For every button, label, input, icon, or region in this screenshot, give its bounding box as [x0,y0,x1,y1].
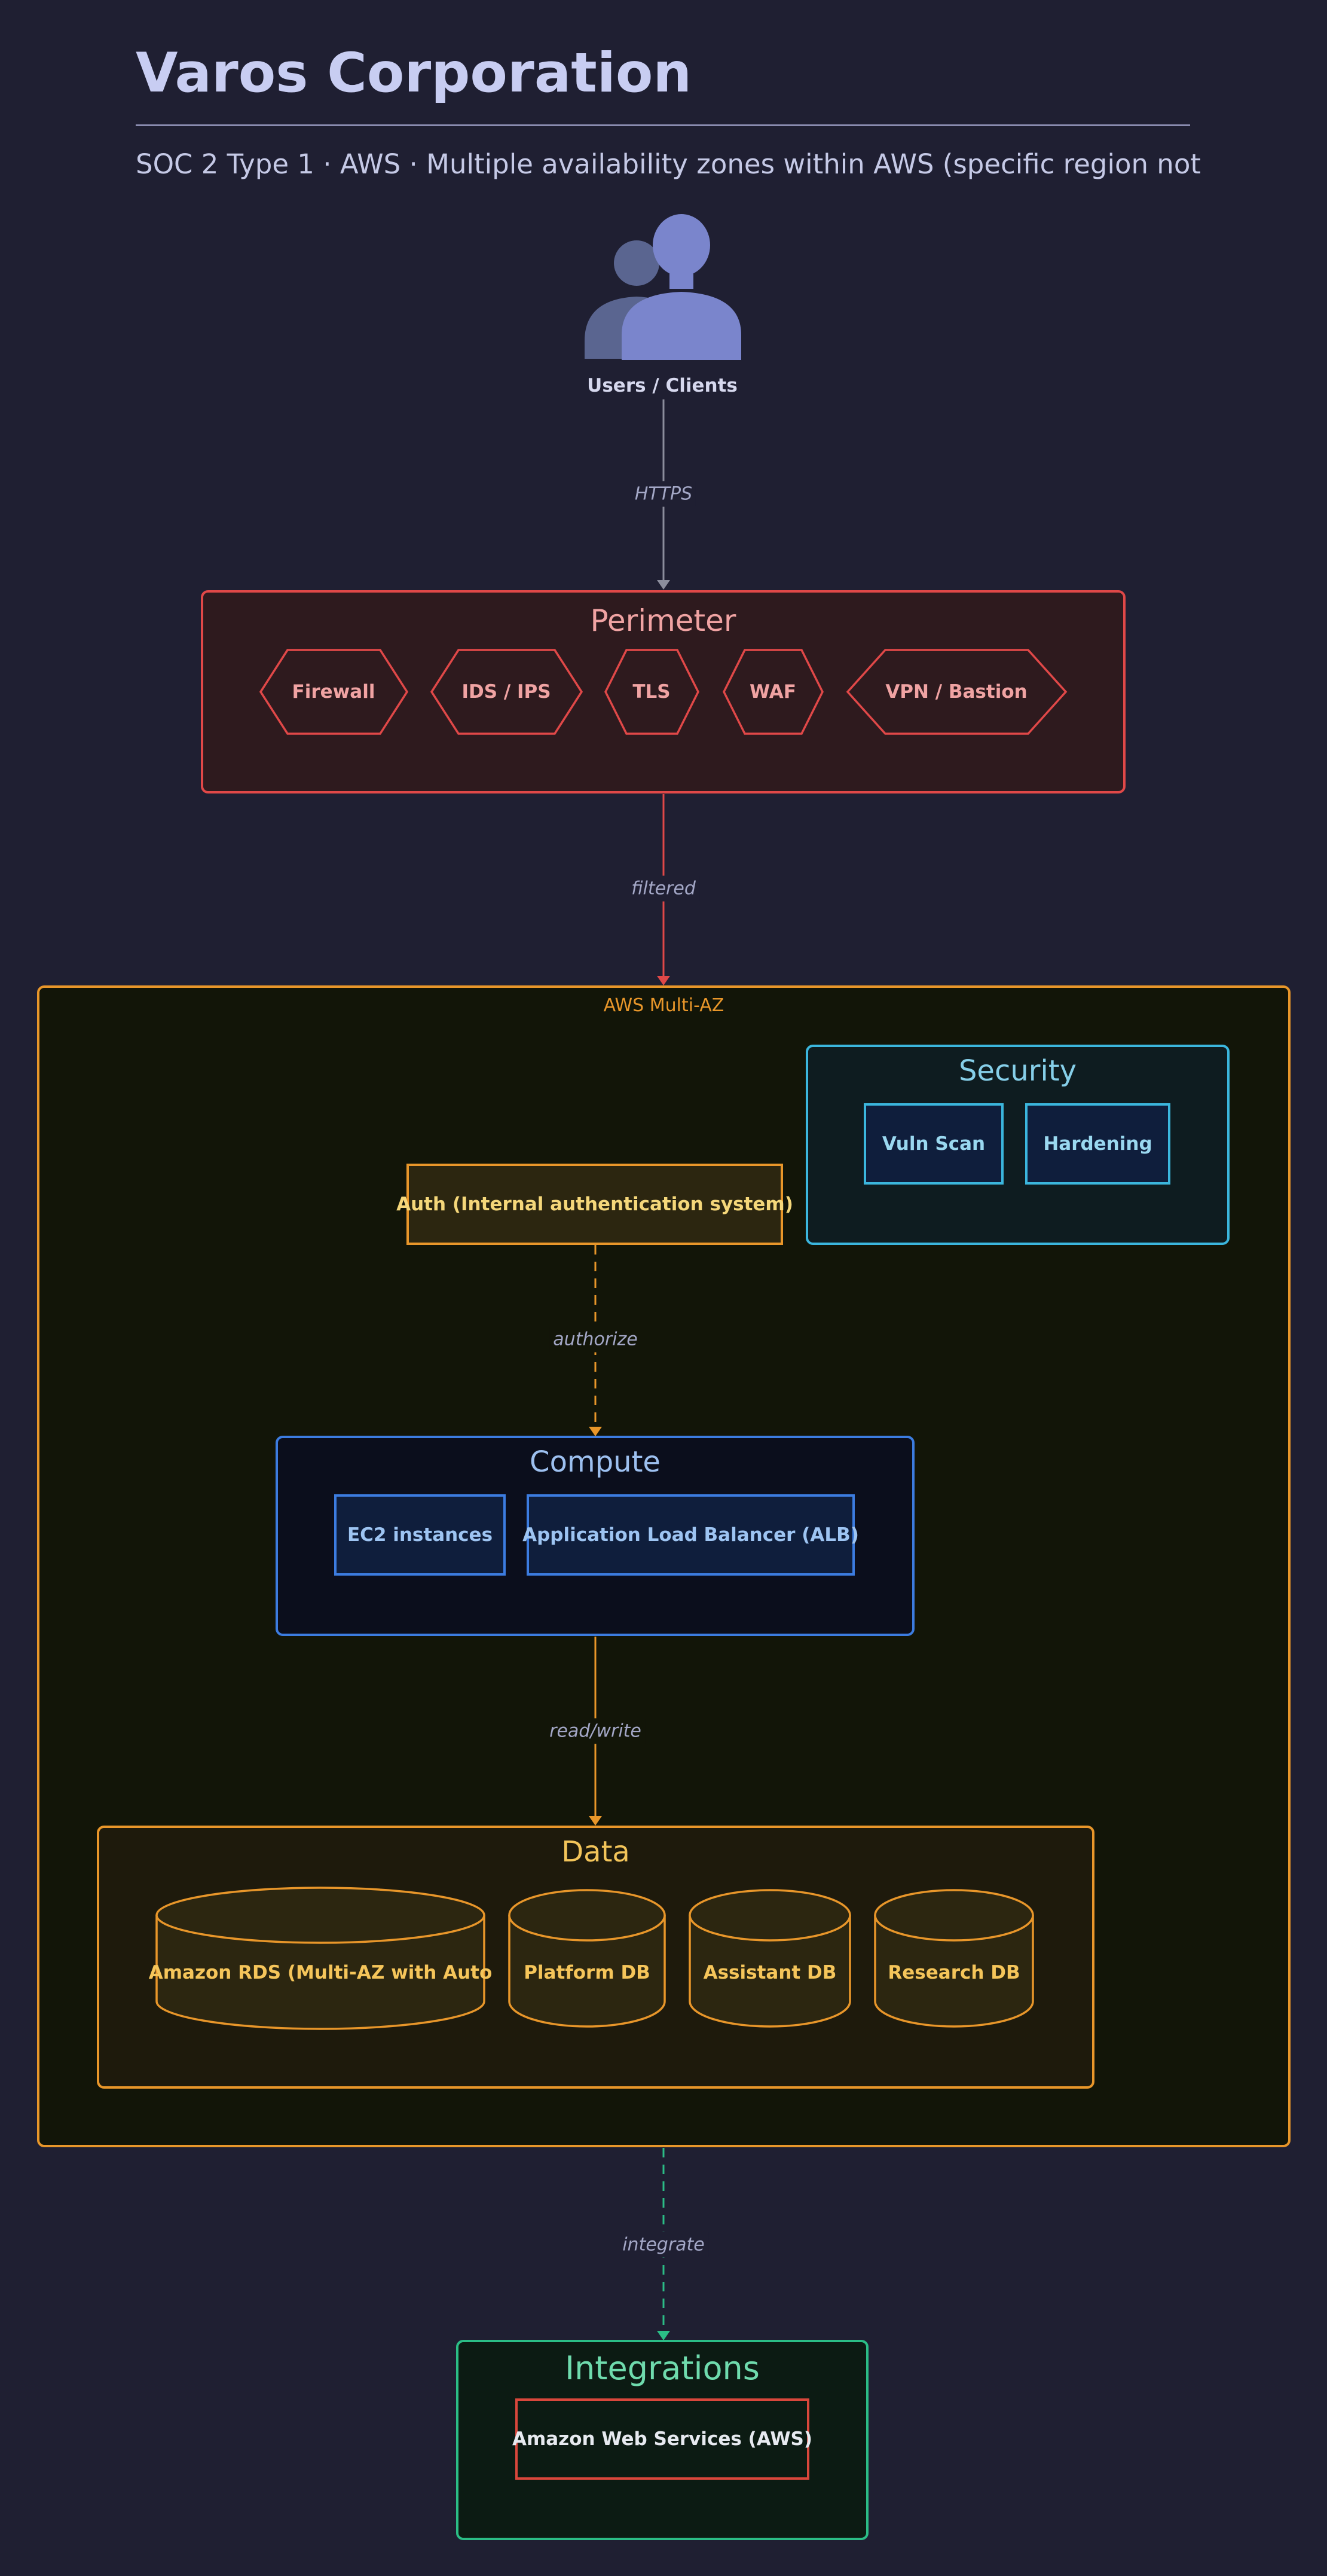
perimeter-title: Perimeter [590,603,736,638]
arrowhead-filtered [657,976,670,985]
amazon-rds-cylinder [155,1887,485,2030]
platform-db-label: Platform DB [524,1962,650,1983]
edge-label-integrate: integrate [619,2232,708,2258]
tls-hexagon [604,649,699,735]
page-title: Varos Corporation [136,42,692,105]
ids-ips-label: IDS / IPS [461,681,551,703]
assistant-db-cylinder [689,1889,851,2028]
amazon-rds-label: Amazon RDS (Multi-AZ with Auto [148,1962,493,1983]
page-subtitle: SOC 2 Type 1 · AWS · Multiple availabili… [136,148,1201,180]
auth-node: Auth (Internal authentication system) [396,1164,793,1245]
edge-label-filtered: filtered [628,875,699,902]
users-clients-label: Users / Clients [587,375,738,396]
aws-integration-node: Amazon Web Services (AWS) [512,2398,812,2480]
firewall-hexagon [259,649,409,735]
compute-title: Compute [530,1445,661,1479]
tls-label: TLS [632,681,671,703]
arrowhead-authorize [589,1427,602,1436]
users-icon [585,214,741,360]
alb-node: Application Load Balancer (ALB) [522,1494,859,1576]
research-db-label: Research DB [888,1962,1020,1983]
vpn-bastion-label: VPN / Bastion [885,681,1028,703]
vuln-scan-node: Vuln Scan [864,1103,1004,1185]
ids-ips-hexagon [430,649,583,735]
assistant-db-label: Assistant DB [703,1962,837,1983]
title-divider [136,124,1190,126]
waf-label: WAF [750,681,796,703]
ec2-instances-node: EC2 instances [334,1494,506,1576]
integrations-title: Integrations [565,2349,760,2387]
security-title: Security [958,1054,1077,1088]
research-db-cylinder [874,1889,1034,2028]
arrowhead-https [657,580,670,590]
hardening-node: Hardening [1025,1103,1170,1185]
aws-cluster-title: AWS Multi-AZ [603,995,724,1016]
edge-label-https: HTTPS [631,481,696,507]
platform-db-cylinder [508,1889,666,2028]
edge-label-authorize: authorize [549,1326,641,1353]
waf-hexagon [723,649,824,735]
firewall-label: Firewall [292,681,375,703]
arrowhead-readwrite [589,1816,602,1826]
vpn-bastion-hexagon [846,649,1068,735]
data-title: Data [561,1835,630,1869]
edge-label-readwrite: read/write [546,1718,645,1744]
arrowhead-integrate [657,2331,670,2340]
